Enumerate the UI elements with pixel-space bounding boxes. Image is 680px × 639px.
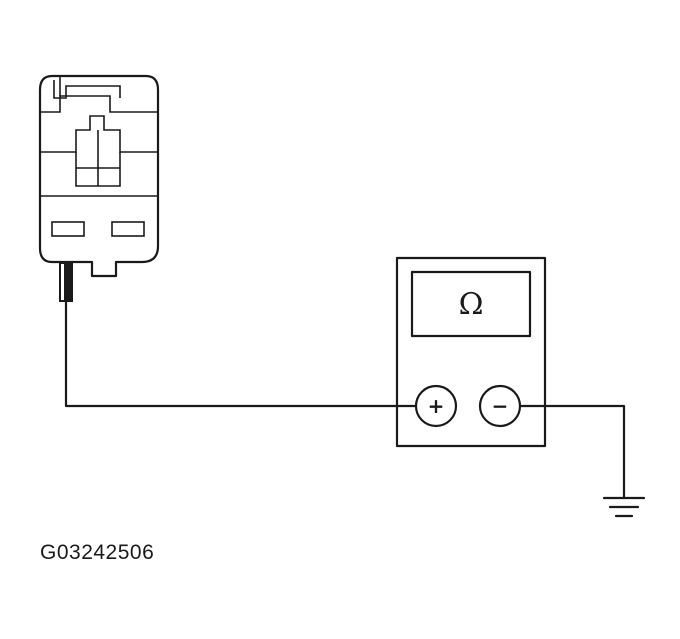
multimeter-display	[410, 270, 532, 338]
terminal-cavity-2	[111, 221, 145, 237]
wire-to-positive	[64, 300, 418, 408]
wire-to-ground	[518, 404, 626, 500]
ground-icon	[602, 496, 646, 518]
connector-icon	[38, 74, 160, 278]
positive-sign: +	[428, 394, 445, 418]
positive-terminal	[414, 384, 458, 428]
figure-id-label: G03242506	[40, 541, 155, 564]
negative-sign: −	[492, 394, 509, 418]
multimeter-icon: Ω + −	[395, 256, 547, 448]
probe-icon	[59, 262, 73, 302]
multimeter-body	[395, 256, 547, 448]
terminal-cavity-1	[51, 221, 85, 237]
ohm-symbol: Ω	[459, 287, 484, 322]
